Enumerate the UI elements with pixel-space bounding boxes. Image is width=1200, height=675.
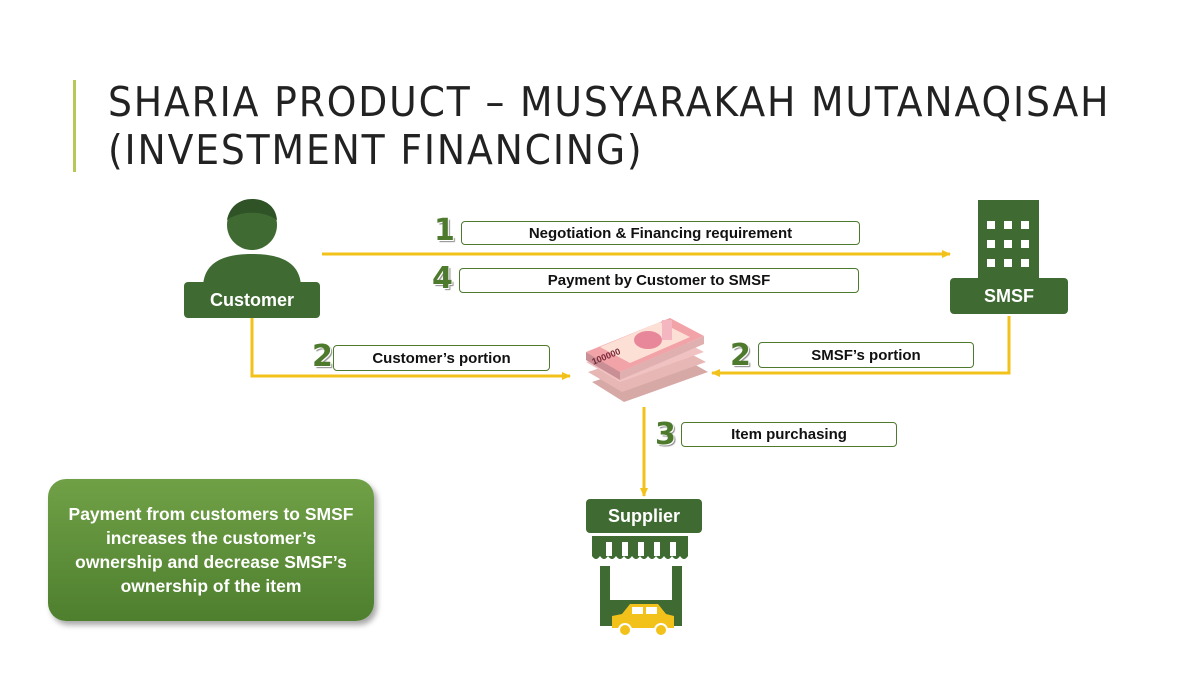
step-label-smsf-portion: SMSF’s portion (758, 342, 974, 368)
arrow-customer-portion (250, 318, 571, 380)
title-line-1: SHARIA PRODUCT – MUSYARAKAH MUTANAQISAH (108, 78, 1111, 126)
customer-person-icon (203, 199, 301, 288)
supplier-label: Supplier (586, 499, 702, 533)
step-label-item-purchasing: Item purchasing (681, 422, 897, 447)
step-number-2-customer: 2 (312, 339, 333, 374)
building-icon (978, 200, 1039, 282)
arrow-smsf-portion (711, 316, 1011, 377)
step-number-1: 1 (434, 213, 455, 248)
page-title: SHARIA PRODUCT – MUSYARAKAH MUTANAQISAH … (108, 78, 1111, 174)
step-label-negotiation: Negotiation & Financing requirement (461, 221, 860, 245)
step-number-4: 4 (432, 261, 453, 296)
ownership-note: Payment from customers to SMSF increases… (48, 479, 374, 621)
title-accent-bar (73, 80, 76, 172)
smsf-label: SMSF (950, 278, 1068, 314)
step-number-3: 3 (655, 417, 676, 452)
car-icon (612, 604, 674, 637)
money-stack-icon: 100000 (586, 318, 708, 402)
step-label-customer-portion: Customer’s portion (333, 345, 550, 371)
step-number-2-smsf: 2 (730, 338, 751, 373)
title-line-2: (INVESTMENT FINANCING) (108, 126, 644, 174)
step-label-payment: Payment by Customer to SMSF (459, 268, 859, 293)
customer-label: Customer (184, 282, 320, 318)
